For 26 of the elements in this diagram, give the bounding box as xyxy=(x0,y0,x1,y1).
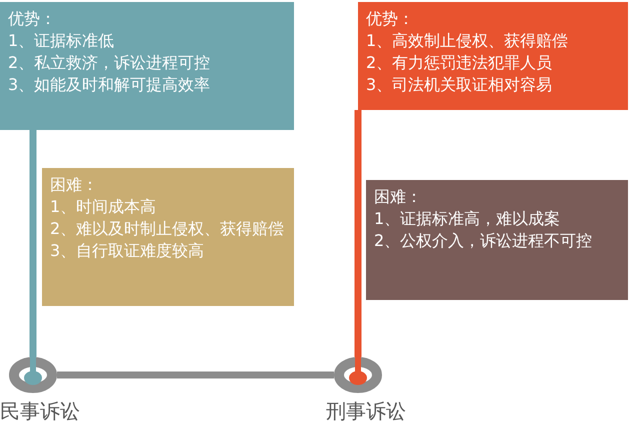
timeline-label: 刑事诉讼 xyxy=(326,398,406,425)
panel-heading: 困难： xyxy=(374,186,423,208)
panel-heading: 优势： xyxy=(8,8,57,30)
panel-heading: 困难： xyxy=(50,174,99,196)
advantage-panel xyxy=(0,2,294,130)
connector-line xyxy=(57,372,334,378)
list-item: 1、时间成本高 xyxy=(50,196,158,218)
list-item: 2、公权介入，诉讼进程不可控 xyxy=(374,230,594,252)
list-item: 2、有力惩罚违法犯罪人员 xyxy=(366,52,554,74)
timeline-node xyxy=(9,357,57,393)
timeline-label: 民事诉讼 xyxy=(0,398,80,425)
advantage-panel xyxy=(358,2,628,110)
connector-line xyxy=(30,130,36,357)
list-item: 3、如能及时和解可提高效率 xyxy=(8,74,212,96)
difficulty-panel xyxy=(366,180,628,300)
list-item: 1、证据标准低 xyxy=(8,30,116,52)
list-item: 2、私立救济，诉讼进程可控 xyxy=(8,52,212,74)
timeline-node xyxy=(334,357,382,393)
difficulty-panel xyxy=(42,168,294,306)
list-item: 2、难以及时制止侵权、获得赔偿 xyxy=(50,218,286,240)
list-item: 3、自行取证难度较高 xyxy=(50,240,206,262)
list-item: 1、证据标准高，难以成案 xyxy=(374,208,562,230)
list-item: 3、司法机关取证相对容易 xyxy=(366,74,554,96)
connector-line xyxy=(354,110,362,357)
list-item: 1、高效制止侵权、获得赔偿 xyxy=(366,30,570,52)
panel-heading: 优势： xyxy=(366,8,415,30)
